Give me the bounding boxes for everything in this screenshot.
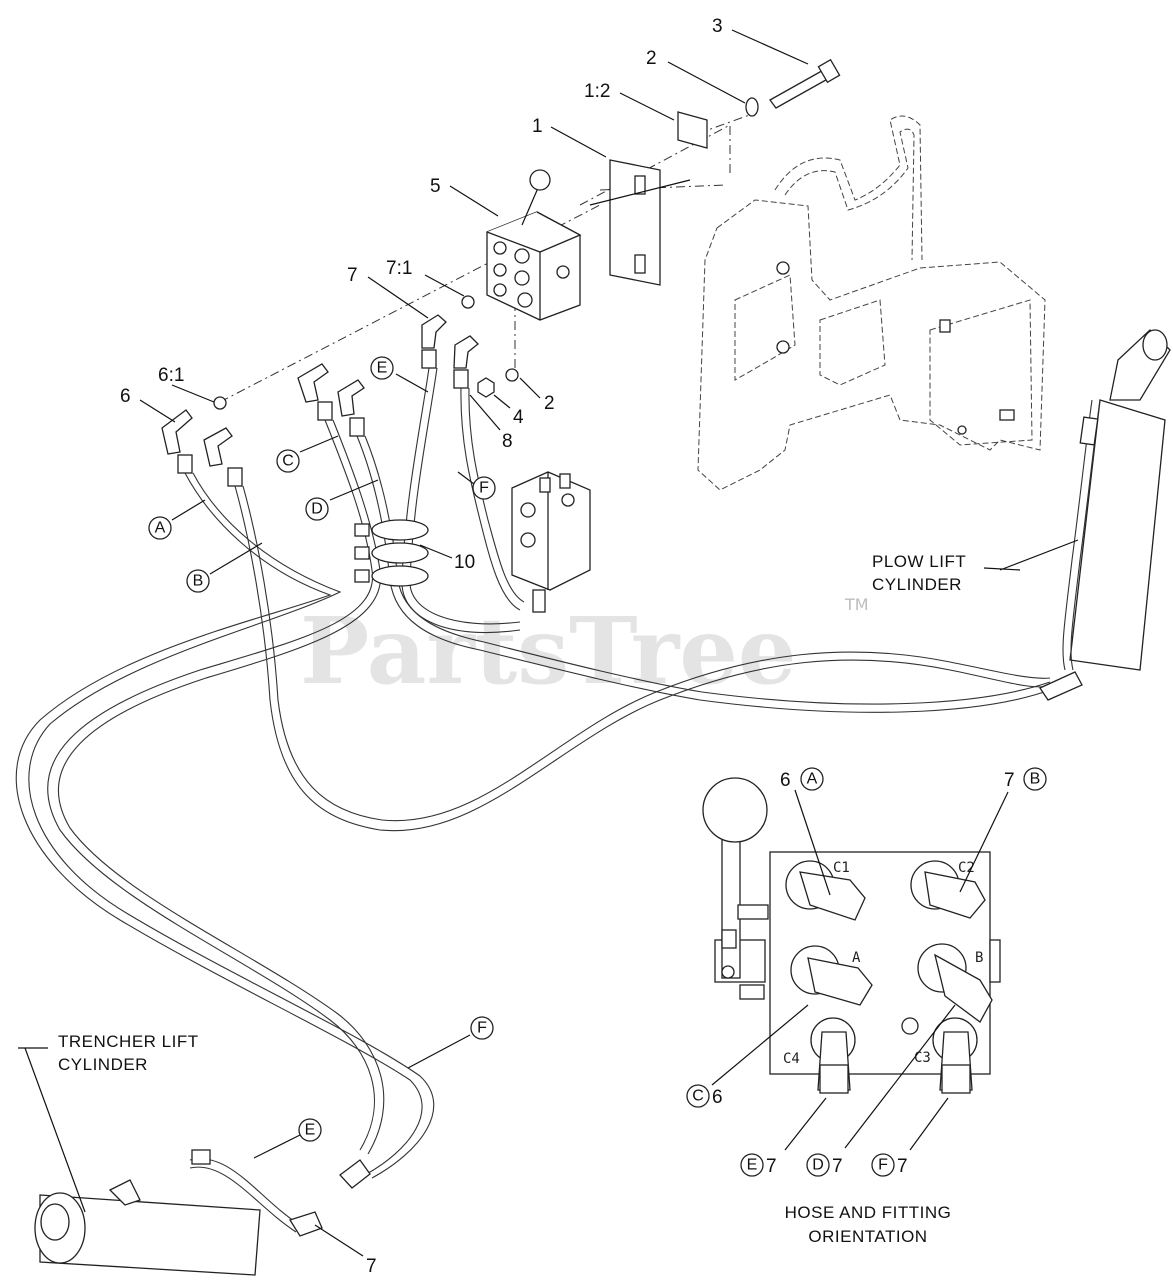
mounting-frame: [697, 115, 1046, 491]
inset-ref-e-letter: E: [747, 1157, 758, 1174]
inset-ref-f-num: 7: [897, 1156, 908, 1177]
inset-ref-7-b-letter: B: [1030, 771, 1041, 788]
callouts: 3 2 1:2 1 5 7 7:1 6:1 6 2 4 8 10 7: [120, 16, 809, 1277]
watermark-text: PartsTree: [300, 597, 796, 705]
port-c4: C4: [783, 1051, 800, 1067]
plow-lift-label-line2: CYLINDER: [872, 575, 962, 594]
inset-ref-c-letter: C: [692, 1088, 704, 1105]
inset-ref-6-a-letter: A: [807, 771, 818, 788]
hose-marker-a: A: [155, 520, 166, 537]
trencher-lift-label-line2: CYLINDER: [58, 1055, 148, 1074]
plow-lift-label-line1: PLOW LIFT: [872, 552, 966, 571]
inset-ref-e-num: 7: [766, 1156, 777, 1177]
inset-ref-d-letter: D: [812, 1157, 824, 1174]
hose-marker-d: D: [311, 501, 323, 518]
plow-lift-cylinder: [999, 329, 1171, 701]
trencher-lift-label-line1: TRENCHER LIFT: [58, 1032, 199, 1051]
port-a: A: [852, 950, 861, 966]
inset-ref-d-num: 7: [832, 1156, 843, 1177]
watermark-trademark: TM: [844, 595, 869, 614]
callout-4: 4: [513, 407, 524, 428]
hose-marker-f: F: [479, 480, 489, 497]
callout-1-2: 1:2: [584, 81, 610, 102]
inset-ref-c-num: 6: [712, 1087, 723, 1108]
hose-marker-c: C: [282, 453, 294, 470]
callout-2-top: 2: [646, 48, 657, 69]
inset-ref-f-letter: F: [878, 1157, 888, 1174]
hose-marker-e-lower: E: [305, 1122, 316, 1139]
inset-ref-6-a-num: 6: [780, 770, 791, 791]
watermark: PartsTree TM: [300, 595, 869, 705]
hose-marker-e: E: [377, 360, 388, 377]
hose-group: [15, 314, 1051, 1179]
hose-marker-b: B: [193, 573, 204, 590]
callout-6: 6: [120, 386, 131, 407]
callout-3: 3: [712, 16, 723, 37]
trencher-lift-cylinder: [18, 1047, 371, 1276]
side-control-valve: [511, 471, 591, 613]
port-c1: C1: [833, 860, 850, 876]
port-b: B: [975, 950, 983, 966]
callout-7-1: 7:1: [386, 258, 412, 279]
inset-title-line2: ORIENTATION: [808, 1227, 927, 1246]
callout-7: 7: [347, 265, 358, 286]
hose-markers: E F C D A B F E: [148, 356, 496, 1159]
component-labels: PLOW LIFT CYLINDER TRENCHER LIFT CYLINDE…: [58, 552, 1021, 1074]
port-c2: C2: [958, 860, 975, 876]
callout-5: 5: [430, 176, 441, 197]
inset-title-line1: HOSE AND FITTING: [785, 1203, 952, 1222]
callout-1: 1: [532, 116, 543, 137]
hose-clamps: [354, 519, 429, 587]
callout-7-bottom: 7: [366, 1256, 377, 1277]
valve-assembly: [213, 58, 841, 410]
orientation-inset: C1 C2 A B C4 C3 6 A 7 B C 6 E 7 D 7 F 7 …: [686, 767, 1047, 1246]
inset-ref-7-b-num: 7: [1004, 770, 1015, 791]
callout-10: 10: [454, 552, 475, 573]
callout-8: 8: [502, 431, 513, 452]
port-c3: C3: [914, 1050, 931, 1066]
callout-2-mid: 2: [544, 393, 555, 414]
callout-6-1: 6:1: [158, 365, 184, 386]
hose-marker-f-lower: F: [477, 1020, 487, 1037]
